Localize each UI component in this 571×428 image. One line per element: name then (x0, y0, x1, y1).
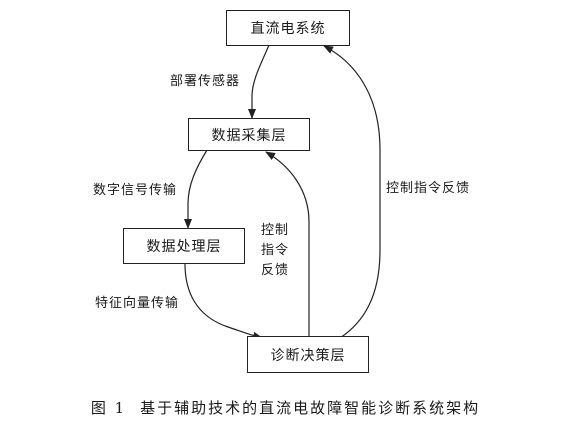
node-data-processing: 数据处理层 (123, 228, 245, 264)
node-data-acquisition: 数据采集层 (188, 118, 310, 151)
arrow-control-feedback-inner (265, 151, 310, 336)
node-data-acquisition-label: 数据采集层 (211, 127, 287, 144)
node-dc-system-label: 直流电系统 (250, 21, 326, 37)
node-data-processing-label: 数据处理层 (146, 239, 222, 255)
edge-label-control-feedback-inner: 控制 指令 反馈 (261, 221, 289, 281)
edge-label-feature-vector: 特征向量传输 (95, 296, 180, 311)
inner-feedback-line-1: 控制 (261, 223, 290, 238)
edge-label-control-feedback-outer: 控制指令反馈 (386, 181, 471, 196)
figure-caption: 图 1 基于辅助技术的直流电故障智能诊断系统架构 (0, 397, 571, 418)
node-dc-system: 直流电系统 (226, 10, 350, 46)
arrow-feature-vector (184, 263, 263, 340)
inner-feedback-line-3: 反馈 (261, 263, 290, 278)
arrow-control-feedback-outer (323, 45, 381, 339)
edge-label-sensor-deploy: 部署传感器 (170, 74, 241, 89)
node-diagnosis-decision: 诊断决策层 (247, 336, 369, 373)
node-diagnosis-decision-label: 诊断决策层 (270, 347, 346, 364)
inner-feedback-line-2: 指令 (261, 243, 290, 258)
arrow-digital-signal (184, 149, 208, 229)
figure-number: 图 1 (90, 399, 127, 417)
edge-label-digital-signal: 数字信号传输 (93, 183, 178, 198)
figure-title: 基于辅助技术的直流电故障智能诊断系统架构 (140, 399, 481, 417)
arrow-sensor-deploy (248, 44, 270, 119)
